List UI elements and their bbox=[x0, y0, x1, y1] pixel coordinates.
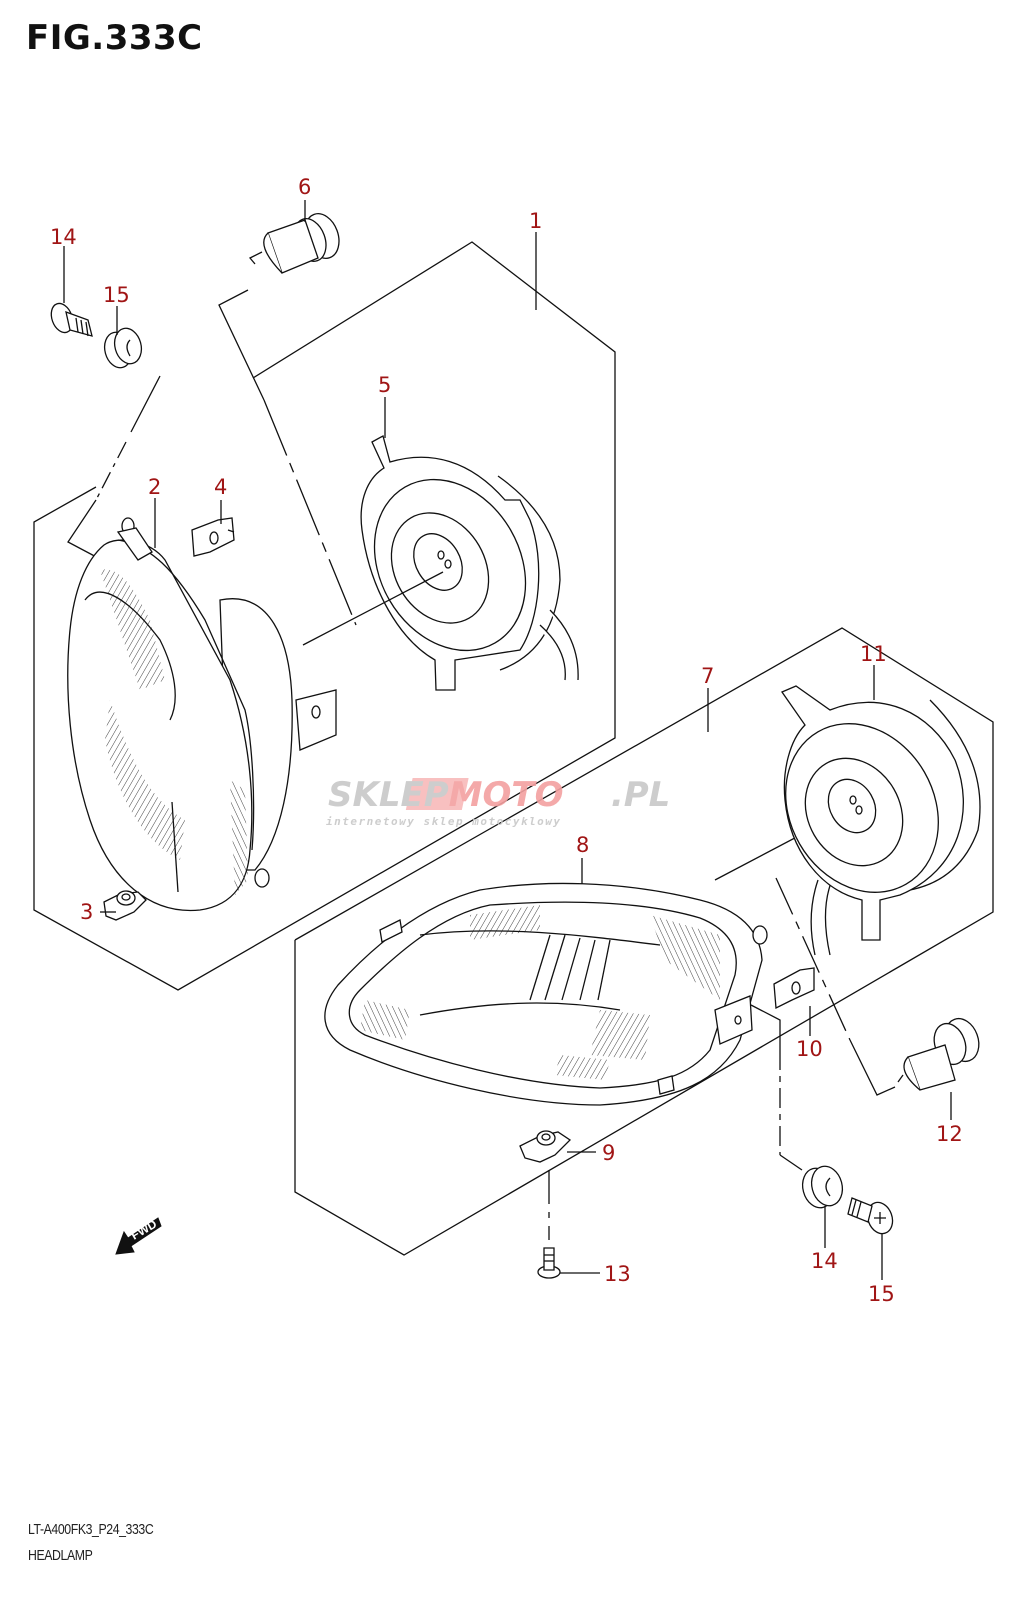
grommet-upper bbox=[103, 327, 143, 369]
assembly-box-lower bbox=[294, 627, 994, 1256]
callout-4[interactable]: 4 bbox=[214, 475, 227, 499]
grommet-lower bbox=[801, 1165, 844, 1209]
figure-title: FIG.333C bbox=[26, 18, 203, 58]
clip-nut-upper bbox=[191, 517, 235, 557]
socket-cover-lower bbox=[781, 685, 981, 956]
callout-10[interactable]: 10 bbox=[796, 1037, 823, 1061]
callout-numbers: 1 2 3 4 5 6 7 8 9 10 11 12 13 14 15 14 1… bbox=[50, 175, 963, 1306]
figure-name: HEADLAMP bbox=[28, 1547, 93, 1564]
watermark: SKLEPMOTO46.PL internetowy sklep motocyk… bbox=[326, 775, 670, 828]
guide-line-bulb-lower bbox=[849, 1039, 896, 1096]
callout-2[interactable]: 2 bbox=[148, 475, 161, 499]
guide-line-bulb-upper-dash bbox=[263, 399, 357, 626]
watermark-brand-part1: SKLEP bbox=[328, 775, 449, 815]
bulb-lower bbox=[897, 1017, 980, 1091]
callout-3[interactable]: 3 bbox=[80, 900, 93, 924]
callout-6[interactable]: 6 bbox=[298, 175, 311, 199]
svg-text:SKLEPMOTO46.PL: SKLEPMOTO46.PL bbox=[328, 775, 670, 815]
screw-lower-14 bbox=[847, 1197, 894, 1235]
headlamp-unit-lower bbox=[324, 882, 768, 1106]
figure-code: LT-A400FK3_P24_333C bbox=[28, 1521, 154, 1538]
bulb-upper bbox=[248, 213, 340, 274]
callout-15-upper[interactable]: 15 bbox=[103, 283, 130, 307]
screw-upper bbox=[50, 302, 93, 337]
callout-13[interactable]: 13 bbox=[604, 1262, 631, 1286]
nut-clip-upper bbox=[103, 890, 147, 921]
callout-12[interactable]: 12 bbox=[936, 1122, 963, 1146]
guide-line-bulb-upper bbox=[218, 289, 265, 401]
guide-line-grommet-upper bbox=[130, 375, 161, 433]
callout-14-upper[interactable]: 14 bbox=[50, 225, 77, 249]
guide-line-grommet-lower bbox=[750, 1004, 781, 1050]
socket-cover-upper bbox=[360, 435, 579, 691]
callout-leaders bbox=[63, 200, 952, 1280]
watermark-tagline: internetowy sklep motocyklowy bbox=[326, 815, 562, 828]
watermark-brand-part4: .PL bbox=[611, 775, 671, 815]
guide-line-grommet-upper-end bbox=[67, 499, 103, 561]
callout-15-lower[interactable]: 14 bbox=[811, 1249, 838, 1273]
guide-line-socket-upper bbox=[302, 571, 444, 646]
watermark-badge bbox=[405, 778, 469, 810]
guide-line-grommet-upper-dash bbox=[95, 441, 127, 501]
callout-14-lower[interactable]: 15 bbox=[868, 1282, 895, 1306]
nut-clip-lower bbox=[519, 1130, 572, 1163]
clip-nut-lower bbox=[773, 967, 815, 1010]
forward-arrow-icon: FWD bbox=[115, 1217, 162, 1255]
assembly-box-upper bbox=[33, 241, 616, 991]
callout-9[interactable]: 9 bbox=[602, 1141, 615, 1165]
watermark-brand-part3: 46 bbox=[563, 775, 611, 815]
callout-5[interactable]: 5 bbox=[378, 373, 391, 397]
callout-8[interactable]: 8 bbox=[576, 833, 589, 857]
callout-11[interactable]: 11 bbox=[860, 642, 887, 666]
guide-line-grommet-lower-end bbox=[779, 1154, 803, 1171]
callout-1[interactable]: 1 bbox=[529, 209, 542, 233]
callout-7[interactable]: 7 bbox=[701, 664, 714, 688]
watermark-brand-part2: MOTO bbox=[449, 775, 564, 815]
headlamp-unit-upper bbox=[67, 517, 337, 912]
screw-lower bbox=[537, 1247, 561, 1279]
guide-line-bulb-lower-dash bbox=[775, 877, 851, 1041]
